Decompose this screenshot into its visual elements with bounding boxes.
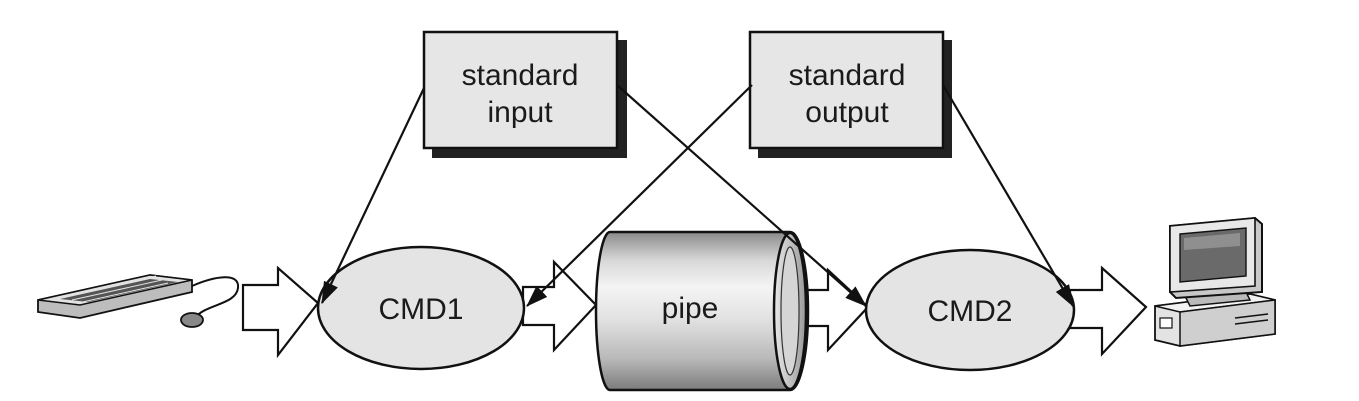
standard-output-box: standard output bbox=[748, 30, 952, 158]
standard-output-label-line1: standard bbox=[789, 59, 906, 92]
standard-input-label-line2: input bbox=[487, 96, 553, 129]
pipe-label: pipe bbox=[662, 292, 719, 325]
computer-monitor-icon bbox=[1154, 216, 1276, 347]
standard-output-label-line2: output bbox=[805, 96, 889, 129]
arrow-stdout-to-cmd1 bbox=[526, 84, 753, 307]
arrow-stdin-to-cmd2 bbox=[616, 84, 867, 307]
pipe-cylinder: pipe bbox=[594, 230, 810, 392]
flow-arrow-keyboard-to-cmd1 bbox=[241, 265, 320, 359]
cmd2-label: CMD2 bbox=[927, 295, 1012, 328]
arrow-stdout-to-cmd2 bbox=[942, 84, 1074, 307]
arrow-stdin-to-cmd1 bbox=[321, 87, 425, 304]
standard-input-label-line1: standard bbox=[462, 59, 579, 92]
cmd1-node: CMD1 bbox=[316, 245, 526, 371]
flow-arrow-cmd2-to-computer bbox=[1068, 265, 1148, 357]
standard-input-box: standard input bbox=[422, 30, 627, 158]
keyboard-icon bbox=[37, 274, 240, 328]
cmd1-label: CMD1 bbox=[378, 293, 463, 326]
flow-arrow-cmd1-to-pipe bbox=[521, 259, 598, 353]
cmd2-node: CMD2 bbox=[864, 248, 1076, 372]
